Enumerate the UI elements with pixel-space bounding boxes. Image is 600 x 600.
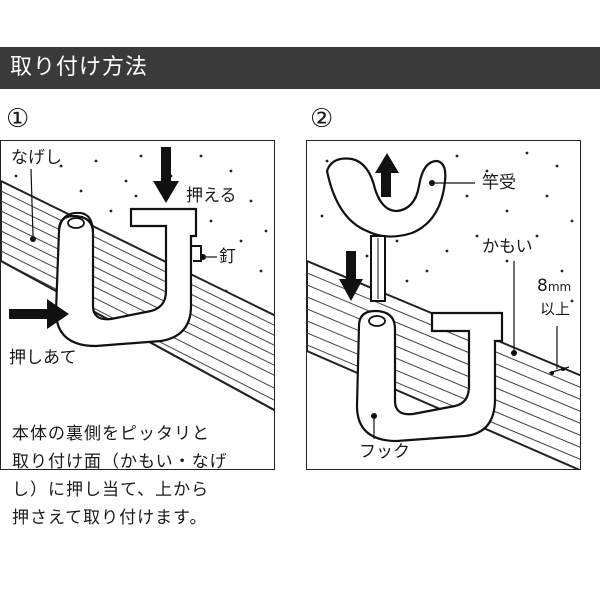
description-line: し）に押し当て、上から [12, 480, 210, 500]
step-1-illustration [1, 147, 274, 412]
press-right-arrow-icon [9, 299, 69, 329]
section-header: 取り付け方法 [0, 47, 600, 89]
wall-speckles [320, 151, 574, 303]
label-hook: フック [359, 442, 410, 462]
step-1-description: 本体の裏側をピッタリと 取り付け面（かもい・なげ し）に押し当て、上から 押さえ… [12, 420, 282, 532]
label-8mm: 8mm [537, 276, 571, 297]
insert-down-arrow-icon [339, 251, 363, 301]
step-2-panel: 竿受 かもい 8mm 以上 フック [306, 140, 581, 470]
label-oshiatete: 押しあて [9, 348, 77, 368]
wood-grain [307, 272, 580, 460]
label-mm-value: 8 [537, 276, 548, 296]
nail [191, 245, 202, 262]
label-kugi: 釘 [219, 247, 236, 267]
press-down-arrow-icon [153, 147, 179, 203]
lift-up-arrow-icon [375, 153, 399, 197]
description-line: 押さえて取り付けます。 [12, 508, 208, 528]
label-kamoi: かもい [482, 237, 533, 257]
label-saouke: 竿受 [482, 173, 516, 193]
description-line: 本体の裏側をピッタリと [12, 424, 210, 444]
hook-body [54, 207, 198, 348]
description-line: 取り付け面（かもい・なげ [12, 452, 228, 472]
label-mm-unit: mm [547, 280, 572, 294]
label-ijou: 以上 [540, 300, 571, 318]
step-2-illustration [307, 151, 580, 469]
step-1-number: ① [6, 104, 30, 134]
step-1-panel: なげし 押える 釘 押しあて [0, 140, 275, 470]
hook-body [355, 309, 504, 443]
step-2-number: ② [310, 104, 334, 134]
header-title: 取り付け方法 [10, 55, 149, 80]
label-osaeru: 押える [186, 186, 237, 206]
label-nageshi: なげし [11, 148, 62, 168]
